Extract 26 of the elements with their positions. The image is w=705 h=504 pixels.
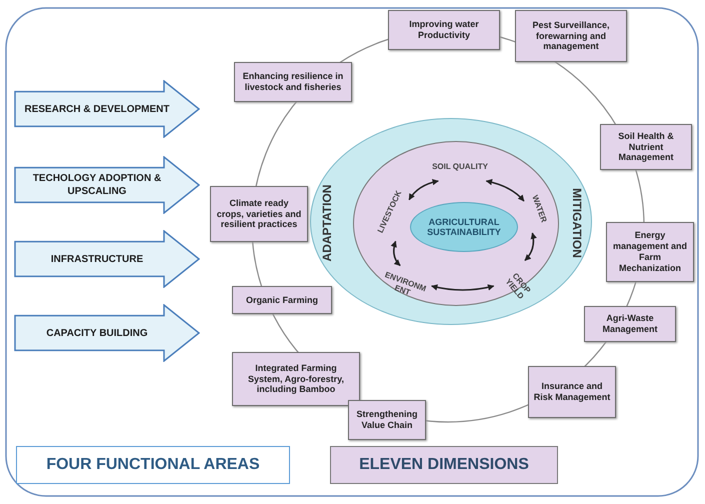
title-box: ELEVEN DIMENSIONS [330,446,558,484]
dimension-box: Strengthening Value Chain [348,400,426,440]
area-banner: RESEARCH & DEVELOPMENT [14,80,200,138]
dimension-box: Integrated Farming System, Agro-forestry, including Bamboo [232,352,360,406]
double-arrow [431,284,494,291]
ring-label: ADAPTATION [320,184,334,261]
dimension-box: Energy management and Farm Mechanization [606,222,694,282]
dimension-box: Organic Farming [232,286,332,314]
dimension-box: Soil Health & Nutrient Management [600,124,692,170]
ring-label: MITIGATION [570,188,584,258]
dimension-box: Enhancing resilience in livestock and fisheries [234,62,352,102]
double-arrow [390,240,401,266]
dimension-box: Improving water Productivity [388,10,500,50]
area-banner: INFRASTRUCTURE [14,230,200,288]
dimension-box: Agri-Waste Management [584,306,676,342]
double-arrow [408,179,439,200]
area-banner: TECHOLOGY ADOPTION & UPSCALING [14,156,200,214]
title-box: FOUR FUNCTIONAL AREAS [16,446,290,484]
center-ellipse: AGRICULTURAL SUSTAINABILITY [410,202,518,252]
dimension-box: Insurance and Risk Management [528,366,616,418]
dimension-box: Pest Surveillance, forewarning and management [515,10,627,62]
double-arrow [486,179,524,202]
factor-label: SOIL QUALITY [432,154,488,180]
double-arrow [524,232,537,261]
area-banner: CAPACITY BUILDING [14,304,200,362]
dimension-box: Climate ready crops, varieties and resilient practices [210,186,308,242]
